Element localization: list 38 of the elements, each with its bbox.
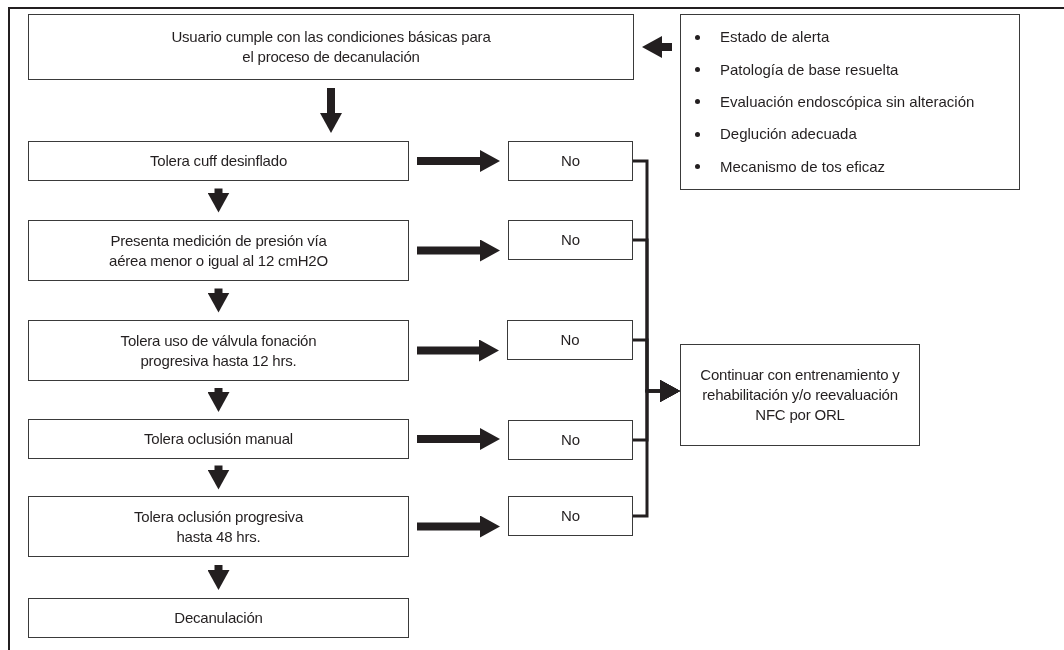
process-box — [680, 344, 920, 446]
list-item: Deglución adecuada — [720, 124, 857, 145]
list-item: Mecanismo de tos eficaz — [720, 156, 886, 177]
box-text: Tolera oclusión manual — [144, 429, 293, 449]
process-box — [508, 141, 633, 181]
process-box — [28, 320, 409, 381]
box-text: Decanulación — [174, 608, 263, 628]
box-text: Usuario cumple con las condiciones básicas para el proceso de decanulación — [170, 27, 492, 67]
box-text: Tolera uso de válvula fonación progresiva hasta 12 hrs. — [119, 330, 318, 371]
arrow — [207, 288, 230, 313]
arrow — [633, 380, 680, 518]
process-box — [508, 496, 633, 536]
criteria-box — [680, 14, 1020, 190]
list-item: Evaluación endoscópica sin alteración — [720, 91, 975, 112]
box-text: No — [561, 151, 580, 171]
list-item: Patología de base resuelta — [720, 59, 899, 80]
arrow — [207, 188, 230, 213]
arrow — [207, 565, 230, 590]
process-box — [28, 419, 409, 459]
process-box — [28, 220, 409, 281]
process-box — [28, 496, 409, 557]
list-item: Estado de alerta — [720, 27, 830, 48]
process-box — [507, 320, 633, 360]
box-text: Tolera cuff desinflado — [149, 151, 288, 171]
arrow — [207, 465, 230, 490]
arrow — [207, 388, 230, 412]
box-text: No — [561, 430, 580, 450]
box-text: Presenta medición de presión vía aérea menor o igual al 12 cmH2O — [108, 230, 329, 271]
box-text: Tolera oclusión progresiva hasta 48 hrs. — [132, 506, 305, 547]
process-box — [508, 420, 633, 460]
box-text: Continuar con entrenamiento y rehabilitación y/o reevaluación NFC por ORL — [699, 365, 901, 425]
box-text: No — [561, 506, 580, 526]
process-box — [28, 141, 409, 181]
process-box — [28, 14, 634, 80]
process-box — [508, 220, 633, 260]
box-text: No — [561, 230, 580, 250]
box-text: No — [560, 330, 580, 350]
process-box — [28, 598, 409, 638]
